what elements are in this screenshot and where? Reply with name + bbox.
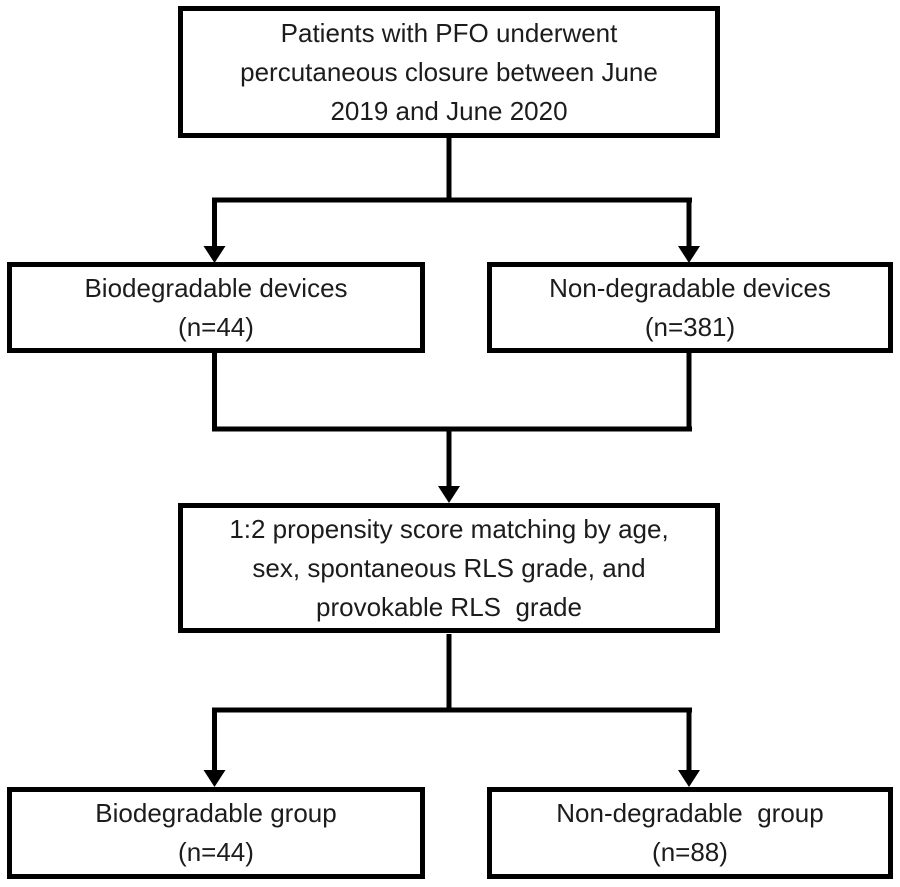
box-biodegradable-devices: Biodegradable devices (n=44) [7, 262, 425, 353]
arrowhead-down-icon [203, 770, 226, 787]
box-patients-pfo: Patients with PFO underwent percutaneous… [178, 6, 720, 138]
arrowhead-down-icon [203, 246, 226, 263]
connector-split-top [203, 137, 700, 263]
box-count-line: (n=88) [652, 837, 728, 867]
arrowhead-down-icon [678, 246, 700, 263]
box-text-line: Non-degradable group [556, 798, 824, 828]
connector-split-bottom [203, 634, 700, 787]
connector-merge [212, 353, 692, 503]
box-text-line: Biodegradable group [95, 798, 337, 828]
arrowhead-down-icon [438, 486, 460, 503]
box-text-line: provokable RLS grade [316, 591, 582, 622]
box-text-line: Non-degradable devices [549, 272, 831, 303]
box-text-line: 1:2 propensity score matching by age, [229, 513, 669, 544]
box-non-degradable-group: Non-degradable group (n=88) [487, 787, 893, 879]
arrowhead-down-icon [678, 770, 700, 787]
box-text-line: 2019 and June 2020 [330, 95, 568, 126]
box-text-line: Patients with PFO underwent [280, 17, 618, 48]
box-biodegradable-group: Biodegradable group (n=44) [7, 787, 425, 879]
box-count-line: (n=44) [178, 837, 254, 867]
box-count-line: (n=44) [178, 311, 254, 342]
box-text-line: sex, spontaneous RLS grade, and [252, 552, 646, 583]
box-text-line: Biodegradable devices [84, 272, 348, 303]
box-propensity-matching: 1:2 propensity score matching by age, se… [178, 503, 720, 633]
box-text-line: percutaneous closure between June [240, 56, 658, 87]
box-non-degradable-devices: Non-degradable devices (n=381) [487, 262, 893, 353]
box-count-line: (n=381) [644, 311, 736, 342]
